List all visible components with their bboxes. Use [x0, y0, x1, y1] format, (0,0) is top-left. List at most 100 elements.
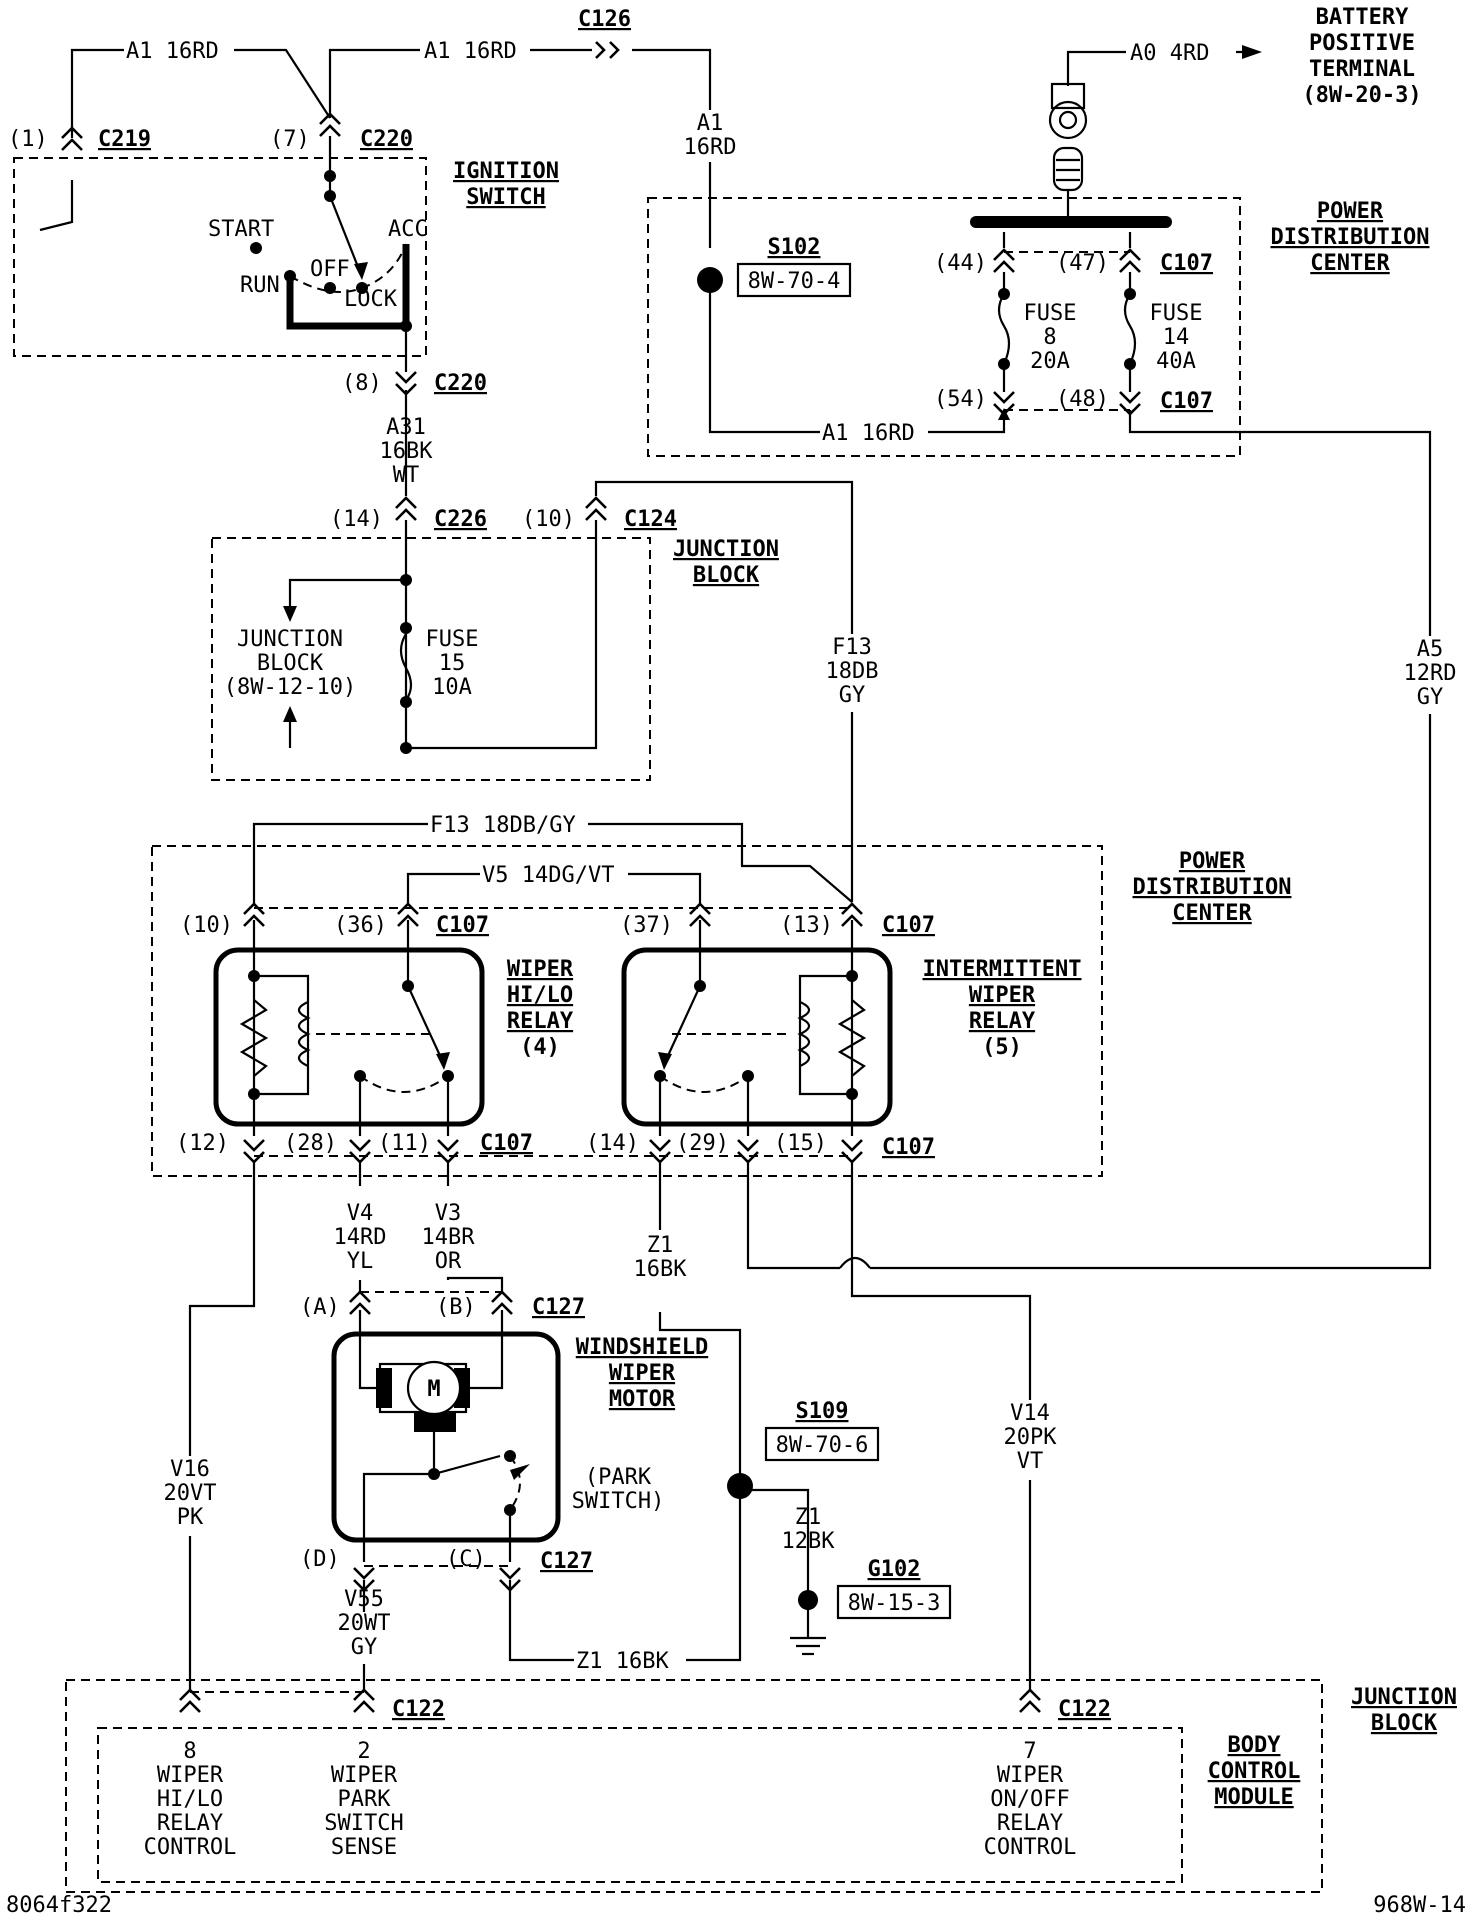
- pin-47: (47): [1056, 251, 1109, 276]
- c226-label: C226: [434, 507, 487, 532]
- chevron-c127-d: [353, 1567, 375, 1592]
- c107-pdc-bottom-label: C107: [1160, 389, 1213, 414]
- bcm-pin2-5: SENSE: [331, 1835, 397, 1860]
- g102-ref: 8W-15-3: [848, 1591, 941, 1616]
- wire-z1-12bk: 12BK: [782, 1529, 836, 1554]
- component-labels: BATTERY POSITIVE TERMINAL (8W-20-3) IGNI…: [144, 5, 1457, 1860]
- wire-z1: Z1: [647, 1233, 674, 1258]
- pin-a: (A): [300, 1295, 340, 1320]
- ign-off: OFF: [310, 257, 350, 282]
- s109-ref: 8W-70-6: [776, 1433, 869, 1458]
- ign-lock: LOCK: [344, 287, 398, 312]
- wire-a31: A31: [386, 415, 426, 440]
- pin-37: (37): [620, 913, 673, 938]
- chevron-c126: [595, 41, 620, 59]
- bcm-pin8-5: CONTROL: [144, 1835, 237, 1860]
- connector-symbols: [61, 41, 1141, 1713]
- pin-28: (28): [284, 1131, 337, 1156]
- park-switch-label-1: (PARK: [585, 1465, 652, 1490]
- wire-a5: A5: [1417, 637, 1444, 662]
- pin-36: (36): [334, 913, 387, 938]
- chevron-c107-15: [841, 1139, 863, 1164]
- wire-a1-16rd-left: A1 16RD: [126, 39, 219, 64]
- junction-dots: [248, 170, 1136, 1516]
- bcm-pin7-1: 7: [1023, 1739, 1036, 1764]
- chevron-c107-12: [243, 1139, 265, 1164]
- int-relay-label-4: (5): [982, 1035, 1022, 1060]
- wire-v55: V55: [344, 1587, 384, 1612]
- s109-ref-box: [764, 1426, 880, 1462]
- wire-z1-g102: Z1: [795, 1505, 822, 1530]
- pin-44: (44): [934, 251, 987, 276]
- pin-10-c107: (10): [180, 913, 233, 938]
- wire-v16-pk: PK: [177, 1505, 204, 1530]
- hilo-relay-label-3: RELAY: [507, 1009, 574, 1034]
- bcm-label-3: MODULE: [1214, 1785, 1293, 1810]
- fuse15-icon: [399, 633, 413, 701]
- chevron-c107-10: [243, 902, 265, 927]
- fuse8-label-3: 20A: [1030, 349, 1070, 374]
- g102-ref-box: [836, 1584, 952, 1620]
- c107-hilo-bottom-label: C107: [480, 1131, 533, 1156]
- bcm-pin7-5: CONTROL: [984, 1835, 1077, 1860]
- bcm-pin2-3: PARK: [338, 1787, 392, 1812]
- fuse15-label-3: 10A: [432, 675, 472, 700]
- ignition-switch-label-2: SWITCH: [466, 185, 545, 210]
- pdc-lower-boundary: [151, 845, 1103, 1177]
- chevron-c107-28: [349, 1139, 371, 1164]
- pin-13: (13): [780, 913, 833, 938]
- bcm-label-2: CONTROL: [1208, 1759, 1301, 1784]
- bcm-pin7-4: RELAY: [997, 1811, 1063, 1836]
- wire-v3-14br: 14BR: [422, 1225, 476, 1250]
- bcm-pin8-1: 8: [183, 1739, 196, 1764]
- s109-label: S109: [796, 1399, 849, 1424]
- bcm-pin7-3: ON/OFF: [990, 1787, 1069, 1812]
- wire-v16-20vt: 20VT: [164, 1481, 217, 1506]
- g102-label: G102: [868, 1557, 921, 1582]
- wiper-motor-box: [331, 1331, 561, 1543]
- wire-a5-gy: GY: [1417, 685, 1444, 710]
- bcm-pin2-4: SWITCH: [324, 1811, 403, 1836]
- pin-14-c107: (14): [586, 1131, 639, 1156]
- jb-ref-2: BLOCK: [257, 651, 324, 676]
- pdc-lower-label-1: POWER: [1179, 849, 1246, 874]
- pdc-lower-label-3: CENTER: [1172, 901, 1252, 926]
- wire-f13-18db: 18DB: [826, 659, 879, 684]
- jb-lower-label-1: JUNCTION: [1351, 1685, 1457, 1710]
- bcm-pin7-2: WIPER: [997, 1763, 1064, 1788]
- wire-v4-14rd: 14RD: [334, 1225, 387, 1250]
- chevron-c220-7: [319, 112, 341, 137]
- int-relay-label-1: INTERMITTENT: [923, 957, 1082, 982]
- chevron-c107-29: [737, 1139, 759, 1164]
- c107-hilo-top-label: C107: [436, 913, 489, 938]
- fuse8-label-1: FUSE: [1024, 301, 1077, 326]
- jb-ref-3: (8W-12-10): [224, 675, 356, 700]
- wire-labels: A1 16RD A1 16RD A0 4RD A1 16RD A1 16RD A…: [124, 38, 1462, 1674]
- int-relay-coil-icon: [659, 999, 867, 1093]
- c127-bottom-label: C127: [540, 1549, 593, 1574]
- pin-29: (29): [676, 1131, 729, 1156]
- jb-top-label-2: BLOCK: [693, 563, 760, 588]
- hilo-relay-label-4: (4): [520, 1035, 560, 1060]
- wire-f13: F13: [832, 635, 872, 660]
- intermittent-relay-box: [621, 947, 893, 1127]
- pin-54: (54): [934, 387, 987, 412]
- pin-12: (12): [176, 1131, 229, 1156]
- motor-icon: M: [376, 1360, 521, 1511]
- wire-v3-or: OR: [435, 1249, 462, 1274]
- chevron-c122-7: [1019, 1688, 1041, 1713]
- footer-left: 8064f322: [6, 1893, 112, 1918]
- chevron-c107-13: [841, 902, 863, 927]
- c124-label: C124: [624, 507, 677, 532]
- wire-v16: V16: [170, 1457, 210, 1482]
- pin-d: (D): [300, 1547, 340, 1572]
- ignition-switch-label-1: IGNITION: [453, 159, 559, 184]
- wire-z1-16bk-bottom: Z1 16BK: [576, 1649, 669, 1674]
- ign-run: RUN: [240, 273, 280, 298]
- motor-label-2: WIPER: [609, 1361, 676, 1386]
- motor-symbol-text: M: [427, 1377, 440, 1402]
- c107-int-top-label: C107: [882, 913, 935, 938]
- pin-7: (7): [270, 127, 310, 152]
- wire-a0-4rd: A0 4RD: [1130, 41, 1209, 66]
